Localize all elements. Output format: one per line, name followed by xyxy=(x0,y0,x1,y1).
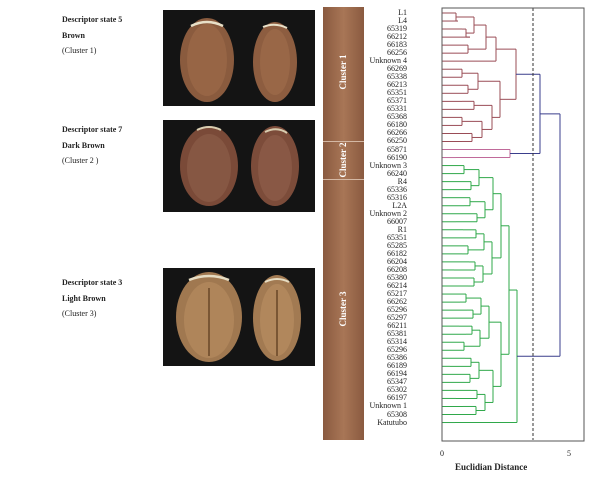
seed-photo-dark-brown xyxy=(163,120,315,212)
descriptor-cluster-label: (Cluster 2 ) xyxy=(62,156,99,165)
cluster-band xyxy=(323,7,364,440)
descriptor-cluster-label: (Cluster 1) xyxy=(62,46,97,55)
leaf-label: 66197 xyxy=(387,393,407,403)
descriptor-cluster-3: Descriptor state 3 Light Brown (Cluster … xyxy=(62,275,122,322)
cluster-divider xyxy=(323,179,364,180)
leaf-label: 66211 xyxy=(387,321,407,331)
leaf-label: 65285 xyxy=(387,240,407,250)
leaf-label: 65368 xyxy=(387,112,407,122)
descriptor-color-label: Light Brown xyxy=(62,293,106,303)
descriptor-cluster-label: (Cluster 3) xyxy=(62,309,97,318)
descriptor-cluster-2: Descriptor state 7 Dark Brown (Cluster 2… xyxy=(62,122,122,169)
descriptor-color-label: Dark Brown xyxy=(62,140,105,150)
leaf-label: 66189 xyxy=(387,361,407,371)
leaf-label: 65351 xyxy=(387,88,407,98)
seed-photo-brown xyxy=(163,10,315,106)
x-tick: 5 xyxy=(567,449,571,458)
leaf-label: 65316 xyxy=(387,192,407,202)
x-tick: 0 xyxy=(440,449,444,458)
leaf-label: 66190 xyxy=(387,152,407,162)
leaf-label: L4 xyxy=(398,16,407,26)
leaf-label: 65217 xyxy=(387,289,407,299)
leaf-label: 65302 xyxy=(387,385,407,395)
leaf-label: Katutubo xyxy=(377,417,407,427)
leaf-label: 66194 xyxy=(387,369,407,379)
plot-frame xyxy=(441,7,585,442)
leaf-label: R1 xyxy=(397,224,407,234)
leaf-label: 66183 xyxy=(387,40,407,50)
leaf-label: 65308 xyxy=(387,409,407,419)
leaf-label: 66269 xyxy=(387,64,407,74)
leaf-label: 65297 xyxy=(387,313,407,323)
leaf-label: 66266 xyxy=(387,128,407,138)
leaf-label: Unknown 1 xyxy=(369,401,407,411)
leaf-label: L2A xyxy=(392,200,407,210)
seed-image xyxy=(176,272,301,362)
leaf-label: 65331 xyxy=(387,104,407,114)
leaf-label: R4 xyxy=(397,176,407,186)
leaf-label: L1 xyxy=(398,8,407,17)
leaf-label: 65871 xyxy=(387,144,407,154)
seed-photo-light-brown xyxy=(163,268,315,366)
leaf-label: 66007 xyxy=(387,216,407,226)
leaf-label: 66208 xyxy=(387,264,407,274)
x-axis-label: Euclidian Distance xyxy=(455,462,528,472)
leaf-label: 65314 xyxy=(387,337,407,347)
leaf-label: 65351 xyxy=(387,232,407,242)
leaf-label: 65386 xyxy=(387,353,407,363)
cluster-divider xyxy=(323,141,364,142)
descriptor-color-label: Brown xyxy=(62,30,85,40)
leaf-label: 66212 xyxy=(387,32,407,42)
descriptor-state-label: Descriptor state 5 xyxy=(62,15,123,24)
leaf-label: 66182 xyxy=(387,248,407,258)
seed-image xyxy=(180,18,297,102)
leaf-label: 65336 xyxy=(387,184,407,194)
descriptor-state-label: Descriptor state 7 xyxy=(62,125,123,134)
descriptor-state-label: Descriptor state 3 xyxy=(62,278,123,287)
leaf-label: 65381 xyxy=(387,329,407,339)
leaf-label: Unknown 2 xyxy=(369,208,407,218)
leaf-label: 65371 xyxy=(387,96,407,106)
leaf-label: Unknown 3 xyxy=(369,160,407,170)
leaf-label: 66204 xyxy=(387,256,407,266)
leaf-label: 65347 xyxy=(387,377,407,387)
leaf-label: 66250 xyxy=(387,136,407,146)
leaf-label: 65380 xyxy=(387,272,407,282)
seed-image xyxy=(180,126,299,206)
leaf-label: 65296 xyxy=(387,305,407,315)
leaf-label: 65319 xyxy=(387,24,407,34)
leaf-label: 66262 xyxy=(387,297,407,307)
leaf-label: 66214 xyxy=(387,281,407,291)
leaf-label: 66240 xyxy=(387,168,407,178)
leaf-label: 66256 xyxy=(387,48,407,58)
leaf-label: 65296 xyxy=(387,345,407,355)
leaf-label: 66213 xyxy=(387,80,407,90)
descriptor-cluster-1: Descriptor state 5 Brown (Cluster 1) xyxy=(62,12,122,59)
leaf-label: 66180 xyxy=(387,120,407,130)
leaf-label: 65338 xyxy=(387,72,407,82)
leaf-label: Unknown 4 xyxy=(369,56,407,66)
